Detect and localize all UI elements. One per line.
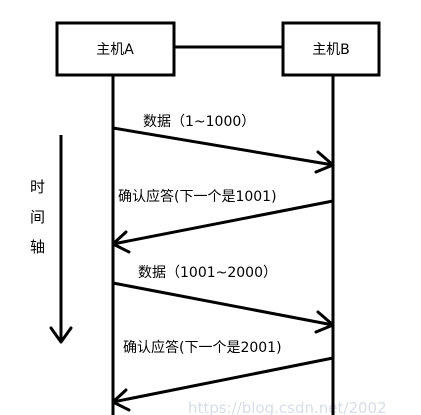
message-2-label: 确认应答(下一个是1001) [118, 188, 277, 205]
message-3: 数据（1001~2000） [112, 265, 335, 334]
message-2: 确认应答(下一个是1001) [111, 188, 334, 254]
message-1-label: 数据（1~1000） [143, 114, 255, 130]
message-1: 数据（1~1000） [112, 114, 335, 174]
message-1-arrowhead [314, 150, 335, 174]
message-4-line [112, 356, 334, 404]
message-4: 确认应答(下一个是2001) [111, 339, 334, 412]
time-axis-char-3: 轴 [30, 238, 45, 256]
message-3-label: 数据（1001~2000） [138, 265, 277, 281]
host-b-box [281, 21, 381, 77]
host-a-label: 主机A [96, 42, 134, 58]
message-3-line [112, 281, 334, 327]
message-2-arrowhead [111, 230, 131, 254]
host-b-label: 主机B [312, 42, 350, 58]
host-a: 主机A [55, 21, 176, 77]
message-3-arrowhead [314, 310, 335, 334]
message-2-line [112, 199, 334, 246]
host-a-box [55, 21, 176, 77]
message-4-label: 确认应答(下一个是2001) [123, 339, 282, 356]
watermark-text: https://blog.csdn.net/2002 [188, 399, 387, 415]
host-b: 主机B [281, 21, 381, 77]
message-4-arrowhead [111, 388, 131, 412]
time-axis: 时 间 轴 [30, 135, 73, 344]
time-axis-char-2: 间 [30, 208, 45, 226]
time-axis-char-1: 时 [30, 178, 45, 196]
time-axis-arrowhead [49, 326, 73, 344]
message-1-line [112, 126, 334, 167]
